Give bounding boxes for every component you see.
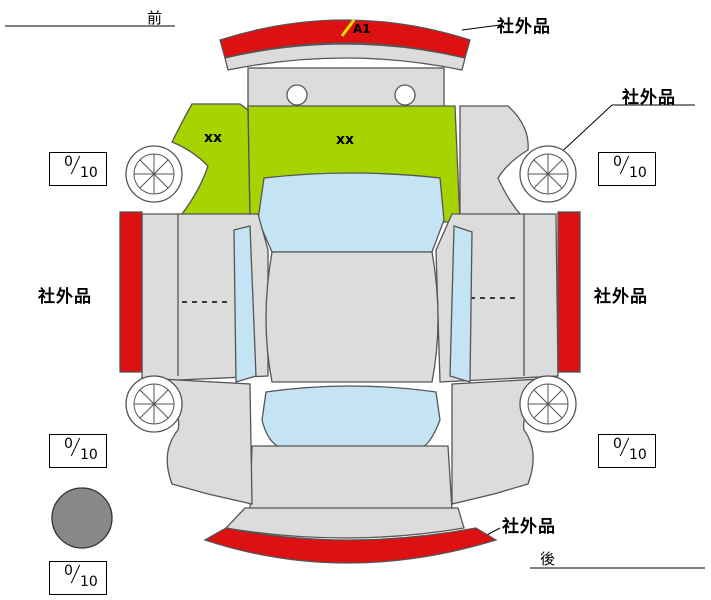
tread-rear-left: 0 10 [49,434,107,468]
front-right-wheel [519,145,577,203]
front-bumper-aftermarket-label: 社外品 [497,17,551,37]
tread-unit: 10 [80,447,98,463]
rear-bumper-aftermarket-label: 社外品 [502,517,556,537]
left-side-skirt [119,211,143,373]
front-left-wheel [125,145,183,203]
trunk [249,445,453,511]
right-side-skirt [557,211,581,373]
front-bumper [219,19,471,59]
left-headlight [286,84,308,106]
left-skirt-aftermarket-label: 社外品 [38,287,92,307]
hood-mark: xx [336,132,355,148]
rear-bumper [203,527,498,564]
tread-unit: 10 [629,165,647,181]
tread-value: 0 [64,154,73,170]
front-panel [247,67,445,109]
front-grille-frame [224,43,466,71]
windshield [257,172,445,253]
rear-right-wheel [519,375,577,433]
tread-value: 0 [613,154,622,170]
spare-tire [51,487,113,549]
tread-value: 0 [64,436,73,452]
rear-panel [224,507,465,539]
tread-value: 0 [64,563,73,579]
roof [265,251,439,383]
right-mirror-aftermarket-label: 社外品 [622,88,676,108]
front-label: 前 [147,9,163,27]
tread-unit: 10 [80,165,98,181]
damage-code-label: A1 [353,22,371,36]
tread-front-left: 0 10 [49,152,107,186]
tread-unit: 10 [80,574,98,590]
tread-front-right: 0 10 [598,152,656,186]
tread-unit: 10 [629,447,647,463]
fender-mark: xx [204,130,223,146]
left-window [233,225,257,383]
right-front-fender [459,105,529,223]
left-front-fender [171,103,251,223]
rear-label: 後 [540,550,556,568]
rear-window [261,385,441,449]
right-window [449,225,473,383]
rear-left-wheel [125,375,183,433]
tread-rear-right: 0 10 [598,434,656,468]
tread-spare: 0 10 [49,561,107,595]
right-headlight [394,84,416,106]
right-skirt-aftermarket-label: 社外品 [594,287,648,307]
tread-value: 0 [613,436,622,452]
leader-front-bumper [461,24,501,31]
damage-marker [340,19,356,37]
leader-right-mirror [554,104,613,159]
